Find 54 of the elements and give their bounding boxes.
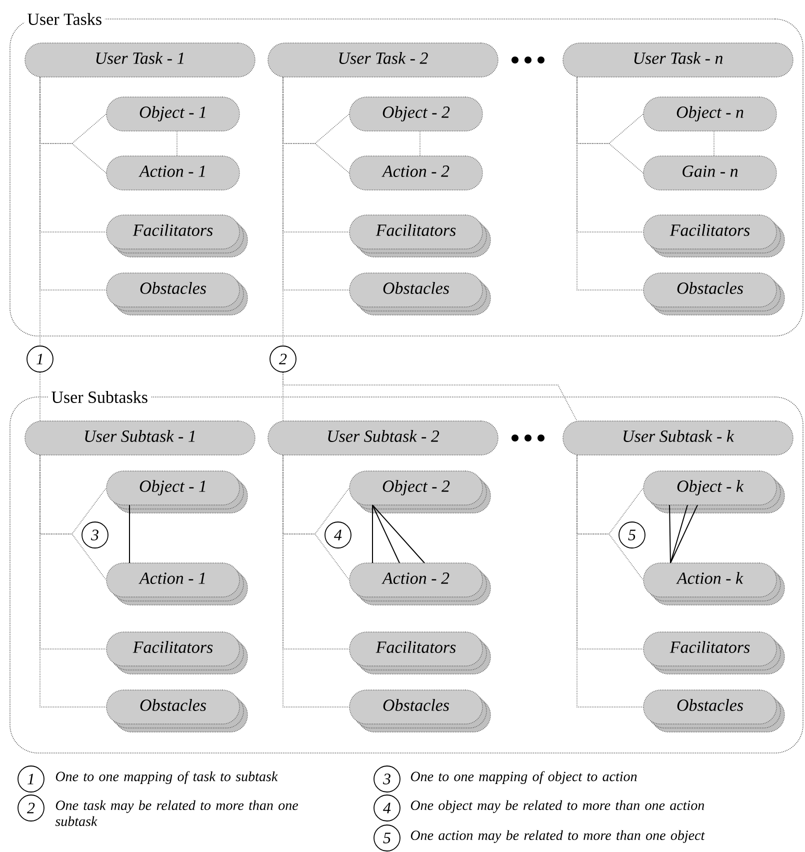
connector-line: [282, 454, 350, 708]
item-box: Object - 2: [349, 96, 483, 132]
item-box: Object - n: [643, 96, 777, 132]
connector-line: [670, 504, 698, 564]
connector-line: [576, 76, 644, 290]
stacked-box: Facilitators: [106, 632, 248, 674]
connector-line: [669, 504, 671, 564]
stacked-box: Obstacles: [349, 272, 491, 316]
task-box: User Task - 1: [24, 42, 256, 78]
item-box: Action - 2: [349, 156, 483, 190]
connector-line: [282, 76, 284, 346]
task-box: User Subtask - 2: [268, 420, 498, 456]
stacked-box: Facilitators: [643, 632, 785, 674]
stacked-box: Facilitators: [349, 632, 491, 674]
task-box: User Subtask - k: [562, 420, 794, 456]
key-text: One action may be related to more than one object: [410, 830, 705, 843]
connector-line: [129, 504, 130, 564]
stacked-box: Facilitators: [106, 214, 248, 258]
key-text: One object may be related to more than one action: [410, 800, 704, 813]
key-text: One to one mapping of task to subtask: [56, 771, 278, 784]
callout-number: 4: [374, 794, 400, 822]
key-text: One task may be related to more than one subtask: [55, 800, 298, 826]
stacked-box: Facilitators: [643, 214, 785, 258]
task-box: User Task - n: [562, 42, 794, 78]
connector-line: [282, 372, 578, 422]
stacked-box: Object - 2: [349, 470, 491, 514]
connector-line: [670, 504, 688, 564]
stacked-box: Action - 2: [349, 562, 491, 606]
stacked-box: Obstacles: [106, 272, 248, 316]
callout-number: 1: [18, 766, 44, 792]
connector-line: [576, 454, 644, 708]
stacked-box: Obstacles: [106, 690, 248, 732]
stacked-box: Object - 1: [106, 470, 248, 514]
item-box: Gain - n: [643, 156, 777, 190]
callout-number: 3: [374, 766, 400, 792]
callout-number: 5: [374, 824, 400, 852]
stacked-box: Obstacles: [643, 272, 785, 316]
connector-line: [40, 454, 106, 708]
stacked-box: Action - 1: [106, 562, 248, 606]
connector-line: [176, 130, 178, 156]
stacked-box: Object - k: [643, 470, 785, 514]
key-text: One to one mapping of object to action: [410, 771, 637, 784]
connector-line: [372, 504, 400, 564]
stacked-box: Obstacles: [349, 690, 491, 732]
stacked-box: Action - k: [643, 562, 785, 606]
item-box: Action - 1: [106, 156, 240, 190]
task-box: User Subtask - 1: [24, 420, 256, 456]
task-box: User Task - 2: [268, 42, 498, 78]
item-box: Object - 1: [106, 96, 240, 132]
connector-line: [372, 504, 373, 564]
stacked-box: Obstacles: [643, 690, 785, 732]
connector-line: [372, 504, 425, 564]
stacked-box: Facilitators: [349, 214, 491, 258]
callout-number: 2: [18, 794, 44, 822]
